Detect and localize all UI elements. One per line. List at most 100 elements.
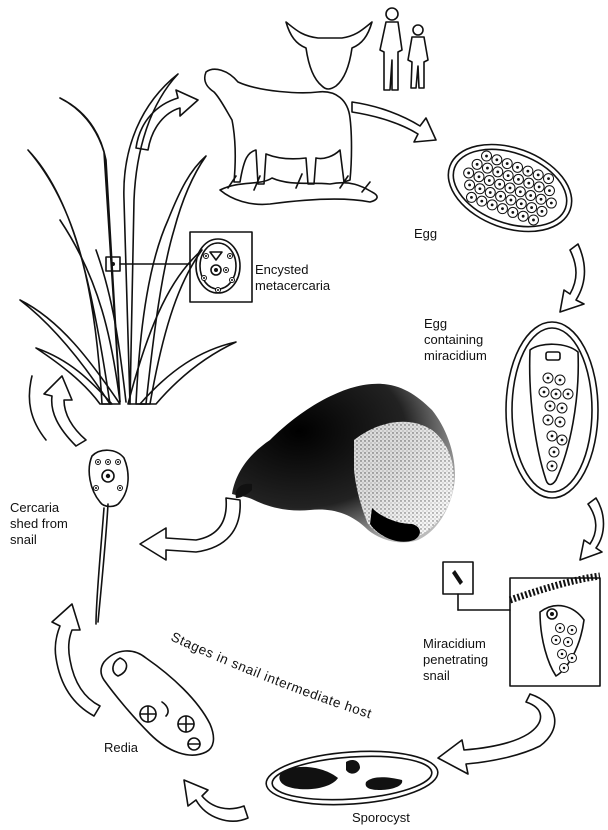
egg-cell-nucleus [479, 187, 482, 190]
sporocyst-label: Sporocyst [352, 810, 410, 826]
egg-cell-nucleus [532, 219, 535, 222]
cercaria-cell-nucleus [95, 487, 97, 489]
egg-cell-nucleus [538, 185, 541, 188]
egg-cell-nucleus [511, 211, 514, 214]
metacercaria-line-1: Encysted [255, 262, 330, 278]
egg-cell-nucleus [550, 202, 553, 205]
cercaria-line-3: snail [10, 532, 68, 548]
metacercaria-icon [190, 232, 252, 302]
cercaria-cell-nucleus [107, 461, 109, 463]
egg-miracidium-line-3: miracidium [424, 348, 487, 364]
embryo-cell-nucleus [555, 393, 558, 396]
arrow-cercaria-to-grass [44, 376, 86, 446]
miracidium-cell-nucleus [571, 629, 574, 632]
egg-cell-nucleus [507, 174, 510, 177]
embryo-cell-nucleus [553, 451, 556, 454]
arrow-egg-to-embryonated [560, 244, 585, 312]
egg-cell-nucleus [491, 204, 494, 207]
grass-icon [20, 74, 236, 404]
redia-label: Redia [104, 740, 138, 756]
egg-cell-nucleus [488, 179, 491, 182]
egg-cell-nucleus [540, 198, 543, 201]
egg-cell-nucleus [501, 207, 504, 210]
metacercaria-cell-nucleus [203, 277, 205, 279]
egg-miracidium-line-2: containing [424, 332, 487, 348]
grazing-cow-icon [205, 69, 377, 204]
egg-cell-nucleus [470, 196, 473, 199]
embryo-cell-nucleus [567, 393, 570, 396]
cercaria-line-1: Cercaria [10, 500, 68, 516]
egg-cell-nucleus [506, 162, 509, 165]
miracidium-cell-nucleus [561, 653, 564, 656]
egg-cell-nucleus [496, 170, 499, 173]
metacercaria-cell-nucleus [231, 279, 233, 281]
cercaria-cell-nucleus [119, 487, 121, 489]
miracidium-cell-nucleus [555, 639, 558, 642]
egg-cell-nucleus [510, 199, 513, 202]
egg-cell-nucleus [486, 167, 489, 170]
cercaria-cell-nucleus [117, 461, 119, 463]
arrow-redia-to-cercaria [52, 604, 100, 716]
egg-cell-nucleus [509, 187, 512, 190]
embryonated-egg-icon [506, 322, 598, 498]
miracidium-line-2: penetrating [423, 652, 488, 668]
arrow-sporocyst-to-redia [184, 780, 248, 821]
egg-cell-nucleus [520, 202, 523, 205]
egg-cell-nucleus [476, 163, 479, 166]
arrow-grass-to-cow [136, 90, 198, 150]
egg-cell-nucleus [499, 195, 502, 198]
embryo-cell-nucleus [561, 407, 564, 410]
embryo-cell-nucleus [559, 421, 562, 424]
embryo-cell-nucleus [551, 435, 554, 438]
egg-cell-nucleus [495, 158, 498, 161]
arrow-snail-to-cercaria [140, 498, 240, 560]
embryo-cell-nucleus [559, 379, 562, 382]
miracidium-line-3: snail [423, 668, 488, 684]
egg-cell-nucleus [478, 175, 481, 178]
egg-cell-nucleus [519, 190, 522, 193]
metacercaria-cell-nucleus [229, 255, 231, 257]
metacercaria-label: Encysted metacercaria [255, 262, 330, 294]
sporocyst-icon [264, 746, 439, 810]
small-snail-inset [443, 562, 510, 610]
egg-cell-nucleus [480, 200, 483, 203]
cercaria-label: Cercaria shed from snail [10, 500, 68, 548]
egg-cell-nucleus [468, 184, 471, 187]
egg-miracidium-label: Egg containing miracidium [424, 316, 487, 364]
miracidium-line-1: Miracidium [423, 636, 488, 652]
arrow-host-to-egg [352, 102, 436, 142]
cercaria-cell-nucleus [97, 461, 99, 463]
egg-cell-nucleus [537, 173, 540, 176]
snail-icon [232, 384, 455, 543]
miracidium-cell-nucleus [559, 627, 562, 630]
egg-cell-nucleus [516, 166, 519, 169]
embryo-cell-nucleus [551, 465, 554, 468]
egg-cell-nucleus [522, 215, 525, 218]
embryo-cell-nucleus [543, 391, 546, 394]
egg-cell-nucleus [517, 178, 520, 181]
egg-cell-nucleus [530, 206, 533, 209]
egg-icon [436, 129, 584, 248]
embryo-cell-nucleus [561, 439, 564, 442]
embryo-cell-nucleus [549, 405, 552, 408]
egg-cell-nucleus [527, 182, 530, 185]
egg-cell-nucleus [547, 177, 550, 180]
embryo-cell-nucleus [547, 419, 550, 422]
miracidium-cell-nucleus [571, 657, 574, 660]
egg-cell-nucleus [467, 172, 470, 175]
egg-cell-nucleus [498, 183, 501, 186]
egg-label: Egg [414, 226, 437, 242]
egg-cell-nucleus [485, 155, 488, 158]
cow-head-icon [286, 22, 372, 89]
cercaria-line-2: shed from [10, 516, 68, 532]
miracidium-cell-nucleus [563, 667, 566, 670]
egg-cell-nucleus [526, 170, 529, 173]
metacercaria-cell-nucleus [225, 269, 227, 271]
egg-miracidium-line-1: Egg [424, 316, 487, 332]
arrow-egg-to-miracidium [580, 498, 604, 560]
egg-cell-nucleus [541, 210, 544, 213]
arrow-up-to-grass [29, 376, 46, 440]
metacercaria-line-2: metacercaria [255, 278, 330, 294]
